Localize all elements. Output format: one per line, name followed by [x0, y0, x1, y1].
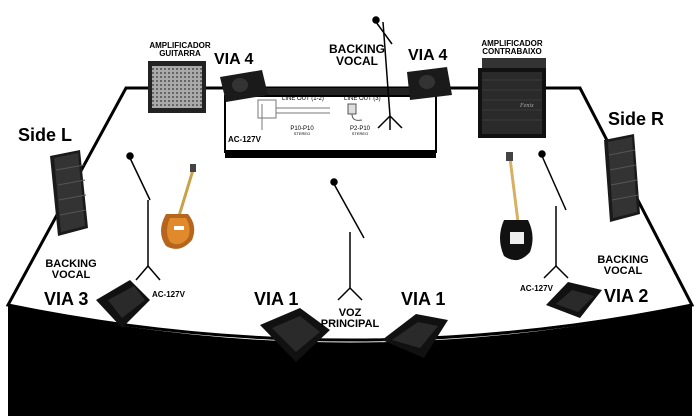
via2-label: VIA 2 [604, 286, 649, 306]
bass-amp-brand: Fenix [519, 103, 534, 109]
backing-vocal-right-label: BACKING VOCAL [588, 255, 658, 277]
via4-left-label: VIA 4 [214, 51, 254, 68]
backing-vocal-top-line1: BACKING [329, 42, 385, 56]
amp-bass-line2: CONTRABAIXO [482, 47, 542, 56]
via1-left-label: VIA 1 [254, 289, 299, 309]
riser-p10: P10-P10 STEREO [282, 126, 322, 136]
monitor-via1-left [260, 308, 330, 362]
bass-amp: Fenix [478, 58, 546, 138]
backing-vocal-right-line2: VOCAL [603, 265, 643, 277]
electric-guitar [161, 164, 196, 249]
side-speaker-left [50, 150, 88, 236]
mic-stand-center [330, 178, 365, 301]
side-l-label: Side L [18, 125, 73, 145]
riser-line-out-3: LINE OUT (3) [344, 96, 381, 102]
ac-left-label: AC-127V [152, 290, 185, 299]
monitor-via4-right [407, 67, 452, 100]
riser-p2-text: P2-P10 [349, 126, 370, 132]
riser-p2: P2-P10 STEREO [340, 126, 380, 136]
drum-riser [224, 88, 437, 158]
amp-bass-line1: AMPLIFICADOR [481, 39, 543, 48]
riser-p10-text: P10-P10 [290, 126, 314, 132]
backing-vocal-right-line1: BACKING [597, 254, 649, 266]
via1-right-label: VIA 1 [401, 289, 446, 309]
riser-p2-sub: STEREO [351, 131, 369, 136]
monitor-via2 [546, 282, 602, 318]
riser-p10-sub: STEREO [293, 131, 311, 136]
backing-vocal-top-line2: VOCAL [336, 54, 378, 68]
voz-principal-line1: VOZ [338, 307, 362, 319]
amp-guitar-label: AMPLIFICADOR GUITARRA [148, 42, 212, 58]
bass-guitar [500, 152, 533, 261]
backing-vocal-left-line2: VOCAL [51, 269, 91, 281]
via4-right-label: VIA 4 [408, 47, 448, 64]
monitor-via4-left [220, 70, 268, 102]
riser-ac-label: AC-127V [228, 135, 261, 144]
mic-stand-right [538, 150, 569, 279]
voz-principal-label: VOZ PRINCIPAL [320, 308, 380, 330]
guitar-amp [148, 61, 206, 113]
monitor-via3 [96, 280, 150, 328]
side-speaker-right [604, 134, 640, 222]
mic-stand-top [372, 16, 403, 130]
side-r-label: Side R [608, 109, 665, 129]
mic-stand-left [126, 152, 161, 281]
amp-guitar-line2: GUITARRA [159, 49, 201, 58]
stage-front-edge [8, 305, 692, 416]
riser-line-out-12: LINE OUT (1-2) [282, 96, 324, 102]
amp-bass-label: AMPLIFICADOR CONTRABAIXO [472, 40, 552, 56]
monitor-via1-right [382, 314, 448, 358]
amp-guitar-line1: AMPLIFICADOR [149, 41, 211, 50]
voz-principal-line2: PRINCIPAL [320, 318, 380, 330]
via3-label: VIA 3 [44, 289, 89, 309]
backing-vocal-top-label: BACKING VOCAL [322, 43, 392, 67]
backing-vocal-left-line1: BACKING [45, 258, 97, 270]
backing-vocal-left-label: BACKING VOCAL [36, 259, 106, 281]
ac-right-label: AC-127V [520, 284, 553, 293]
